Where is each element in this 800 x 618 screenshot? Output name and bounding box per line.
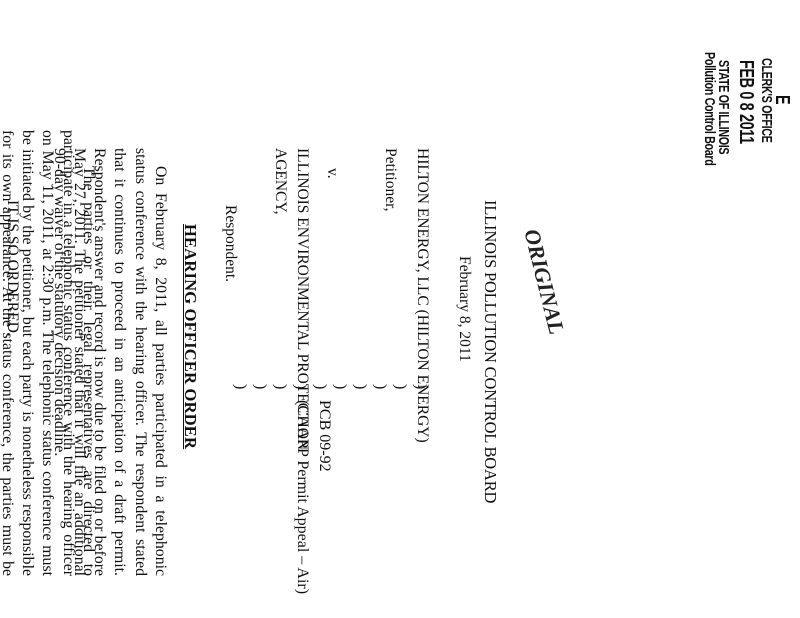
versus-label: v.	[324, 168, 341, 179]
stamp-office: CLERK'S OFFICE	[758, 58, 775, 143]
petitioner-label: Petitioner,	[382, 148, 399, 212]
original-stamp: ORIGINAL	[519, 226, 570, 337]
respondent-name-line-2: AGENCY,	[272, 148, 289, 215]
board-name-heading: ILLINOIS POLLUTION CONTROL BOARD	[481, 200, 500, 504]
case-number: PCB 09-92	[316, 400, 333, 472]
case-type: (CAAPP Permit Appeal – Air)	[294, 400, 311, 595]
order-date: February 8, 2011	[456, 256, 473, 362]
petitioner-name: HILTON ENERGY, LLC (HILTON ENERGY)	[414, 148, 431, 443]
stamp-letter: E	[771, 95, 793, 105]
so-ordered-closing: IT IS SO ORDERED.	[4, 200, 21, 337]
order-paragraph-2: The parties or their legal representativ…	[0, 130, 97, 576]
caption-parentheses: ) ) ) ) ) ) ) ) ) )	[232, 384, 429, 390]
hearing-officer-order-heading: HEARING OFFICER ORDER	[181, 224, 200, 450]
respondent-label: Respondent.	[222, 205, 239, 283]
stamp-date: FEB 0 8 2011	[735, 60, 757, 144]
stamp-board: Pollution Control Board	[701, 52, 718, 166]
